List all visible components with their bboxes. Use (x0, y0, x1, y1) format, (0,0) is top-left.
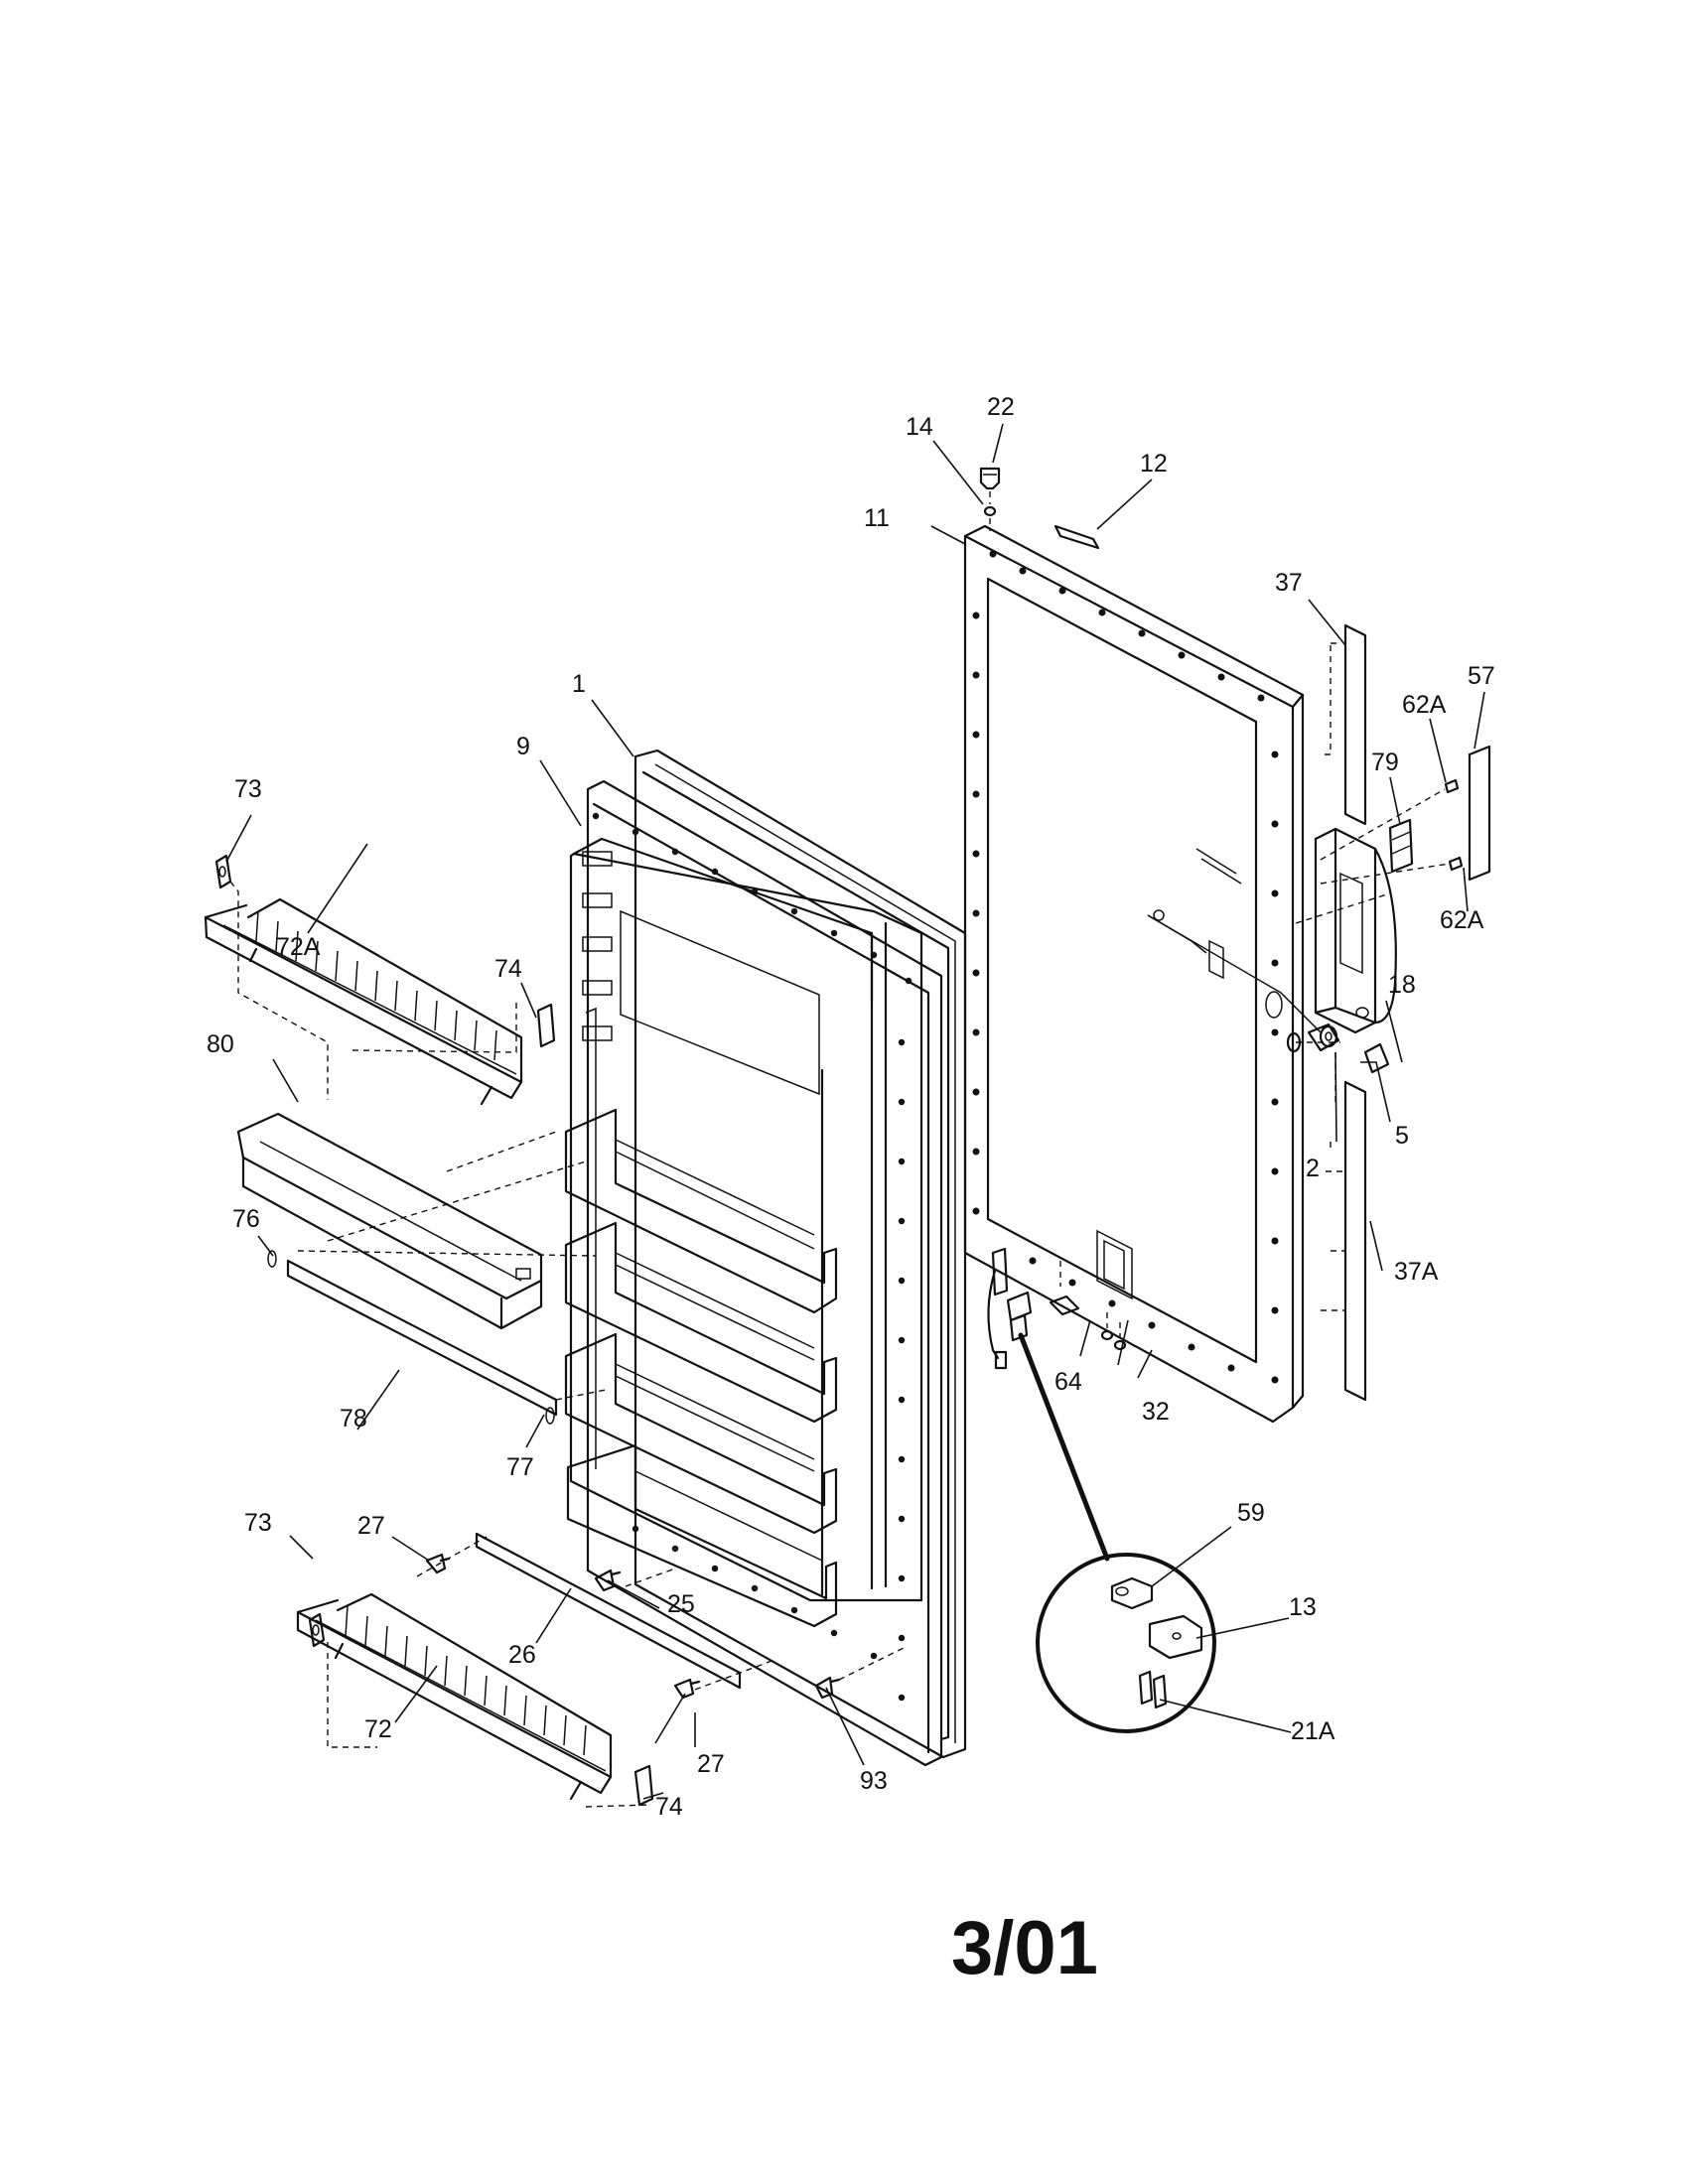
callout-21a: 21A (1291, 1717, 1335, 1745)
side-trim-strips (1321, 623, 1491, 1402)
callout-12: 12 (1140, 450, 1168, 478)
callout-72a: 72A (276, 933, 321, 961)
callout-25: 25 (667, 1590, 695, 1618)
callout-27-top: 27 (357, 1512, 385, 1540)
callout-2: 2 (1306, 1155, 1320, 1182)
callout-77: 77 (506, 1453, 534, 1481)
liner-shelves (564, 1108, 838, 1628)
panel-screw-holes (972, 550, 1279, 1384)
callout-18: 18 (1388, 971, 1416, 999)
lower-door-rack (296, 1592, 613, 1801)
bottom-hinge-parts (987, 1247, 1127, 1562)
door-gasket (633, 749, 967, 1759)
door-bin (236, 1112, 543, 1330)
callout-59: 59 (1237, 1499, 1265, 1527)
callout-73-top: 73 (234, 775, 262, 803)
callout-72: 72 (364, 1715, 392, 1743)
callout-9: 9 (516, 733, 530, 760)
revision-code: 3/01 (951, 1906, 1098, 1990)
small-hardware (214, 854, 841, 1807)
callout-78: 78 (340, 1405, 367, 1433)
callout-74-bottom: 74 (655, 1793, 683, 1821)
callout-62a-bottom: 62A (1440, 906, 1484, 934)
door-handle (1314, 818, 1414, 1034)
hinge-detail-inset (1036, 1553, 1216, 1733)
callout-labels: 1 9 11 12 14 22 37 57 62A 79 62A 18 5 2 … (207, 393, 1495, 1821)
upper-door-rack (204, 897, 523, 1106)
callout-11: 11 (864, 504, 890, 532)
callout-79: 79 (1371, 749, 1399, 776)
callout-73-bottom: 73 (244, 1509, 272, 1537)
inner-door-liner (569, 779, 943, 1767)
callout-1: 1 (572, 670, 586, 698)
outer-door-panel (963, 524, 1322, 1424)
callout-74-top: 74 (494, 955, 522, 983)
liner-screw-holes (592, 812, 912, 1702)
callout-14: 14 (906, 413, 933, 441)
top-hinge-parts (979, 467, 1100, 550)
callout-37: 37 (1275, 569, 1303, 597)
callout-5: 5 (1395, 1122, 1409, 1150)
handle-screws (1295, 778, 1464, 924)
bin-front-trim (286, 1259, 558, 1417)
callout-37a: 37A (1394, 1258, 1439, 1286)
callout-32: 32 (1142, 1398, 1170, 1426)
callout-80: 80 (207, 1030, 234, 1058)
callout-64: 64 (1054, 1368, 1082, 1396)
callout-26: 26 (508, 1641, 536, 1669)
callout-76: 76 (232, 1205, 260, 1233)
callout-57: 57 (1468, 662, 1495, 690)
callout-27-bottom: 27 (697, 1750, 725, 1778)
callout-93: 93 (860, 1767, 888, 1795)
callout-62a-top: 62A (1402, 691, 1447, 719)
callout-leaders (225, 423, 1485, 1800)
assembly-guides-left (229, 881, 905, 1808)
callout-13: 13 (1289, 1593, 1317, 1621)
callout-22: 22 (987, 393, 1015, 421)
